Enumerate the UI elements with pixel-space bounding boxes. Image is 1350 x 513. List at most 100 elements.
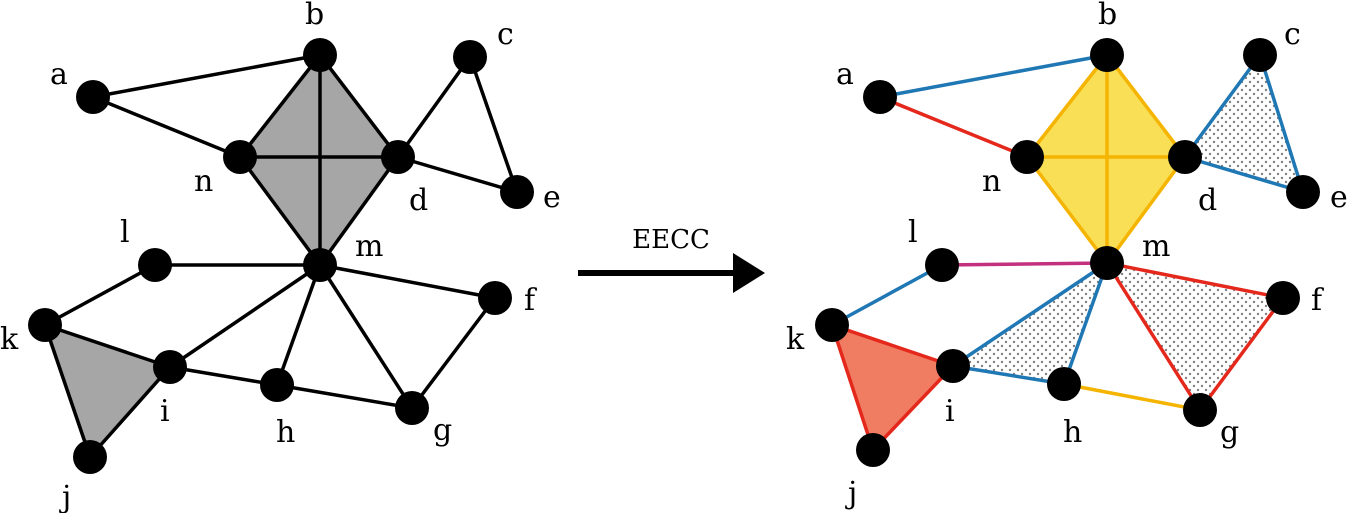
right-triangle-dce (1185, 55, 1303, 192)
edge-l-k (44, 263, 156, 327)
label-m: m (1142, 229, 1170, 264)
edge-l-k (831, 263, 943, 327)
label-b: b (305, 0, 324, 32)
edge-d-c (1183, 53, 1262, 159)
node-n (1010, 140, 1044, 174)
left-nodes (28, 38, 534, 474)
edge-h-g (1063, 382, 1201, 412)
node-h (260, 368, 294, 402)
label-g: g (433, 413, 452, 448)
label-c: c (497, 17, 514, 52)
label-h: h (1063, 415, 1082, 450)
edge-i-j (88, 365, 172, 459)
edge-m-i (952, 261, 1108, 368)
right-nodes (815, 38, 1320, 467)
edge-k-j (830, 324, 875, 451)
node-f (478, 281, 512, 315)
label-d: d (409, 183, 428, 218)
edge-c-e (468, 56, 519, 193)
node-m (303, 248, 337, 282)
label-f: f (1311, 283, 1324, 318)
edge-m-h (275, 264, 322, 386)
eecc-arrow: EECC (578, 225, 765, 293)
node-m (1090, 246, 1124, 280)
node-f (1266, 281, 1300, 315)
left-edges (43, 53, 519, 459)
edge-d-e (1184, 155, 1304, 194)
edge-n-m (238, 155, 322, 267)
label-m: m (355, 229, 383, 264)
edge-k-i (44, 323, 171, 369)
node-d (1168, 140, 1202, 174)
node-n (223, 140, 257, 174)
node-a (863, 80, 897, 114)
label-b: b (1098, 0, 1117, 32)
node-g (1183, 393, 1217, 427)
node-l (925, 248, 959, 282)
label-i: i (945, 394, 955, 429)
node-e (500, 175, 534, 209)
node-l (138, 248, 172, 282)
edge-k-i (831, 323, 954, 368)
label-d: d (1198, 183, 1217, 218)
edge-m-g (318, 264, 414, 409)
label-n: n (194, 164, 213, 199)
edge-d-m (1105, 155, 1187, 265)
node-k (28, 308, 62, 342)
left-graph: a b c n d e l m f k i h g j (0, 0, 561, 513)
node-i (153, 350, 187, 384)
edge-a-b (92, 53, 321, 99)
edge-m-g (1105, 262, 1202, 411)
left-labels: a b c n d e l m f k i h g j (0, 0, 561, 513)
right-triangle-mih (953, 263, 1107, 384)
label-h: h (276, 415, 295, 450)
node-e (1286, 175, 1320, 209)
label-j: j (59, 480, 71, 513)
edge-d-e (397, 155, 518, 194)
node-k (815, 308, 849, 342)
right-graph: a b c n d e l m f k i h g j (786, 0, 1348, 511)
label-k: k (0, 322, 19, 357)
label-e: e (1330, 180, 1348, 215)
edge-m-h (1062, 262, 1109, 385)
node-b (303, 38, 337, 72)
label-l: l (908, 215, 918, 250)
arrow-label: EECC (632, 225, 710, 255)
node-g (395, 391, 429, 425)
edge-m-i (169, 263, 321, 369)
label-e: e (543, 180, 561, 215)
edge-m-f (319, 263, 496, 300)
edge-a-n (92, 95, 241, 159)
edge-h-g (276, 383, 413, 410)
label-a: a (50, 57, 68, 92)
edge-f-g (1198, 296, 1285, 412)
node-h (1047, 367, 1081, 401)
label-a: a (836, 57, 854, 92)
edge-b-n (238, 53, 322, 159)
right-edges (830, 53, 1305, 452)
edge-f-g (410, 296, 497, 410)
arrow-head (733, 253, 765, 293)
node-c (1243, 38, 1277, 72)
node-d (381, 140, 415, 174)
node-c (453, 40, 487, 74)
edge-i-j (871, 364, 955, 452)
label-c: c (1284, 17, 1301, 52)
label-j: j (845, 476, 857, 511)
edge-c-e (1258, 54, 1305, 193)
node-b (1090, 38, 1124, 72)
edge-k-j (43, 324, 92, 458)
right-labels: a b c n d e l m f k i h g j (786, 0, 1348, 511)
label-l: l (120, 215, 130, 250)
edge-m-f (1106, 261, 1284, 300)
node-a (76, 80, 110, 114)
label-k: k (786, 322, 805, 357)
label-i: i (160, 394, 170, 429)
edge-d-c (396, 55, 472, 159)
edge-a-b (879, 53, 1108, 99)
label-f: f (524, 283, 537, 318)
node-i (936, 349, 970, 383)
edge-l-m (941, 261, 1108, 267)
